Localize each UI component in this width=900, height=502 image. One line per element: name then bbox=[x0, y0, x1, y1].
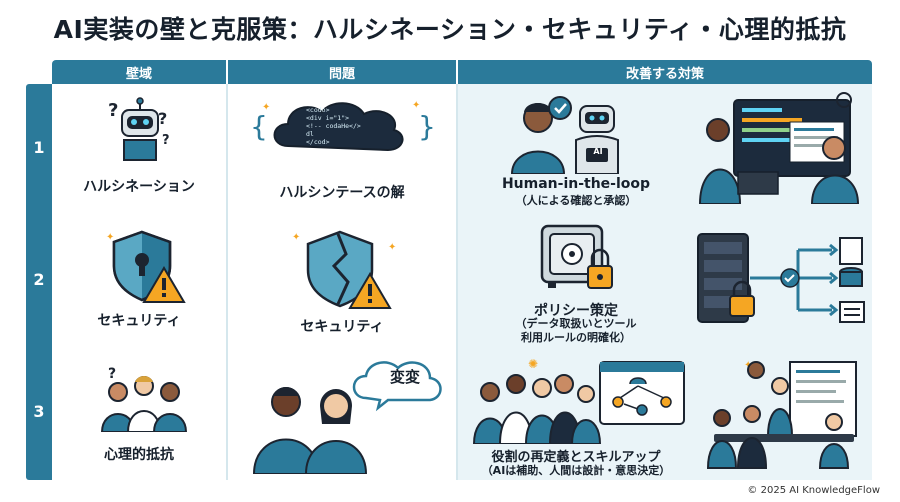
header-wall: 壁域 bbox=[52, 60, 226, 84]
svg-text:✦: ✦ bbox=[744, 360, 752, 371]
table-row: ? ? ? ハルシネーション { } ✦ ✦ <cod bbox=[52, 84, 872, 216]
safe-lock-icon bbox=[540, 224, 613, 289]
row-number-1: 1 bbox=[33, 138, 45, 157]
robot-ai-badge: AI bbox=[593, 147, 603, 156]
problem-cell-resistance: 変変 bbox=[226, 348, 456, 480]
table-row: ✦ セキュリティ ✦ ✦ セキュリティ bbox=[52, 216, 872, 348]
human-robot-icon bbox=[510, 96, 619, 174]
wall-cell-hallucination: ? ? ? ハルシネーション bbox=[52, 84, 226, 216]
code-line: <codo> bbox=[306, 106, 330, 114]
svg-text:✦: ✦ bbox=[388, 242, 396, 253]
code-line: <!-- codaHe</> bbox=[306, 122, 361, 130]
speech-cloud-text: 変変 bbox=[389, 368, 420, 386]
header-problem: 問題 bbox=[226, 60, 456, 84]
problem-label: セキュリティ bbox=[300, 319, 384, 335]
server-network-icon bbox=[697, 233, 865, 323]
solution-cell-reskilling: ✺ ✦ bbox=[456, 348, 872, 480]
solution-subtitle: （データ取扱いとツール bbox=[515, 317, 637, 330]
code-line: </cod> bbox=[306, 138, 330, 146]
cracked-shield-icon: ✦ ✦ bbox=[292, 230, 396, 309]
number-column: 1 2 3 bbox=[26, 84, 52, 480]
problem-cell-security: ✦ ✦ セキュリティ bbox=[226, 216, 456, 348]
header-solution: 改善する対策 bbox=[456, 60, 872, 84]
svg-text:✦: ✦ bbox=[412, 100, 420, 111]
people-speech-cloud-icon bbox=[252, 361, 442, 474]
svg-text:?: ? bbox=[108, 100, 118, 121]
comparison-table: 壁域 問題 改善する対策 1 2 3 ? ? ? ハルシネーション bbox=[26, 60, 872, 480]
solution-subtitle-2: 利用ルールの明確化） bbox=[521, 331, 631, 344]
solution-title: 役割の再定義とスキルアップ bbox=[491, 450, 661, 465]
wall-label: 心理的抵抗 bbox=[104, 447, 174, 463]
page-title: AI実装の壁と克服策：ハルシネーション・セキュリティ・心理的抵抗 bbox=[53, 15, 847, 44]
svg-text:✦: ✦ bbox=[292, 232, 300, 243]
svg-text:?: ? bbox=[162, 133, 170, 148]
wall-cell-security: ✦ セキュリティ bbox=[52, 216, 226, 348]
code-cloud-icon: { } ✦ ✦ bbox=[250, 100, 436, 152]
row-number-3: 3 bbox=[33, 402, 45, 421]
svg-text:✺: ✺ bbox=[528, 357, 538, 371]
solution-title: Human-in-the-loop bbox=[501, 176, 651, 192]
skeptical-people-icon: ? bbox=[100, 366, 188, 432]
svg-text:{: { bbox=[250, 110, 268, 143]
table-row: ? 心理的抵抗 変変 bbox=[52, 348, 872, 480]
solution-cell-policy: ポリシー策定 （データ取扱いとツール 利用ルールの明確化） bbox=[456, 216, 872, 348]
code-line: <div i="1"> bbox=[306, 114, 350, 122]
engineers-monitor-icon bbox=[698, 92, 860, 204]
code-line: dl bbox=[306, 130, 314, 138]
svg-text:✦: ✦ bbox=[106, 232, 114, 243]
code-snippet: <codo> <div i="1"> <!-- codaHe</> dl </c… bbox=[306, 106, 386, 146]
team-workflow-icon: ✺ bbox=[472, 357, 685, 444]
table-header: 壁域 問題 改善する対策 bbox=[52, 60, 872, 84]
meeting-presentation-icon: ✦ bbox=[706, 360, 857, 469]
problem-cell-hallucination: { } ✦ ✦ <codo> <div i="1"> <!-- codaHe</… bbox=[226, 84, 456, 216]
svg-text:✦: ✦ bbox=[262, 102, 270, 113]
robot-confused-icon: ? ? ? bbox=[108, 97, 170, 161]
wall-cell-resistance: ? 心理的抵抗 bbox=[52, 348, 226, 480]
wall-label: ハルシネーション bbox=[83, 179, 195, 195]
problem-label: ハルシンテースの解 bbox=[279, 185, 405, 201]
svg-text:?: ? bbox=[108, 366, 116, 382]
copyright-text: © 2025 AI KnowledgeFlow bbox=[747, 485, 880, 496]
wall-label: セキュリティ bbox=[97, 313, 181, 329]
solution-title: ポリシー策定 bbox=[534, 303, 618, 319]
svg-text:?: ? bbox=[158, 109, 167, 128]
solution-subtitle: （AIは補助、人間は設計・意思決定） bbox=[481, 464, 671, 477]
solution-cell-hitl: AI Human-in-the-loop （人による確認と承認） bbox=[456, 84, 872, 216]
row-number-2: 2 bbox=[33, 270, 45, 289]
shield-warning-icon: ✦ bbox=[106, 230, 186, 303]
svg-text:}: } bbox=[418, 110, 436, 143]
solution-subtitle: （人による確認と承認） bbox=[515, 194, 637, 207]
